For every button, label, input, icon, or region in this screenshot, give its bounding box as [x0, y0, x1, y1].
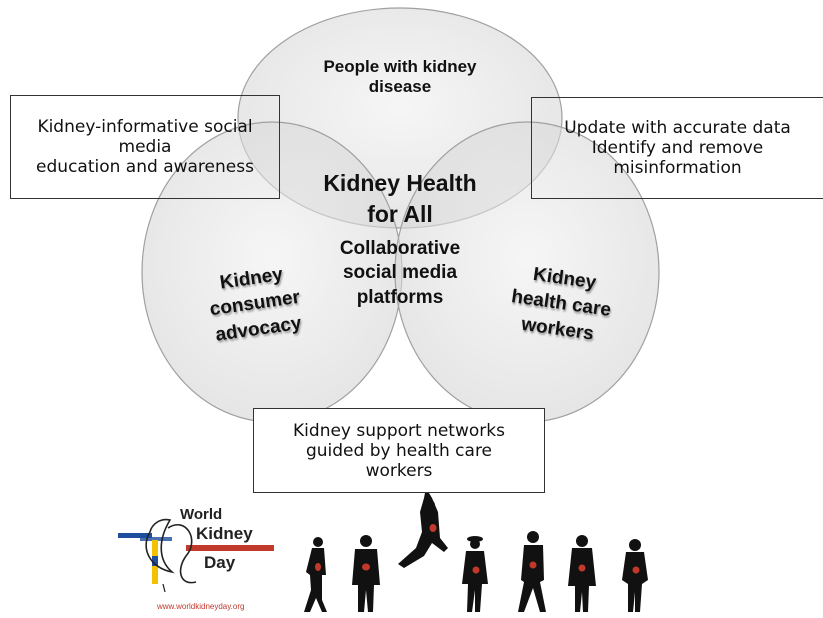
bottom-box-line2: guided by health care [305, 440, 493, 461]
bottom-box-line1: Kidney support networks [293, 420, 505, 441]
left-box-line2: media [118, 137, 172, 157]
left-box-line1: Kidney-informative social [37, 117, 253, 137]
logo-word-kidney: Kidney [196, 524, 253, 543]
center-sub-line1: Collaborative [339, 238, 461, 259]
silhouette-jumping-person [398, 488, 448, 568]
logo-word-day: Day [204, 553, 236, 572]
logo-word-world: World [180, 506, 223, 523]
people-silhouettes [304, 488, 648, 612]
box-kidney-informative-social-media: Kidney-informative social media educatio… [10, 95, 280, 199]
silhouette-man-cap [518, 531, 546, 612]
silhouette-man-standing [352, 535, 380, 612]
silhouette-woman-hat [462, 536, 488, 612]
center-title-line1: Kidney Health [323, 170, 477, 196]
right-box-line3: misinformation [613, 158, 742, 178]
top-circle-line2: disease [368, 77, 432, 97]
circle-label-people-with-kidney-disease: People with kidney disease [300, 57, 500, 97]
silhouette-walking-woman [304, 537, 327, 612]
center-sub-line2: social media [342, 262, 458, 284]
center-title: Kidney Health for All [300, 170, 500, 228]
silhouette-woman-standing [568, 535, 596, 612]
right-box-line2: Identify and remove [591, 138, 764, 158]
world-kidney-day-logo [118, 518, 274, 593]
right-box-line1: Update with accurate data [564, 118, 791, 138]
box-update-accurate-data: Update with accurate data Identify and r… [531, 97, 823, 199]
box-kidney-support-networks: Kidney support networks guided by health… [253, 408, 545, 493]
bottom-box-line3: workers [365, 460, 433, 481]
silhouette-child-standing [622, 539, 648, 612]
center-sub-line3: platforms [356, 286, 444, 308]
logo-url: www.worldkidneyday.org [157, 602, 245, 611]
center-title-line2: for All [367, 201, 433, 228]
top-circle-line1: People with kidney [323, 57, 477, 76]
left-box-line3: education and awareness [36, 157, 254, 177]
center-subtitle: Collaborative social media platforms [310, 238, 490, 309]
